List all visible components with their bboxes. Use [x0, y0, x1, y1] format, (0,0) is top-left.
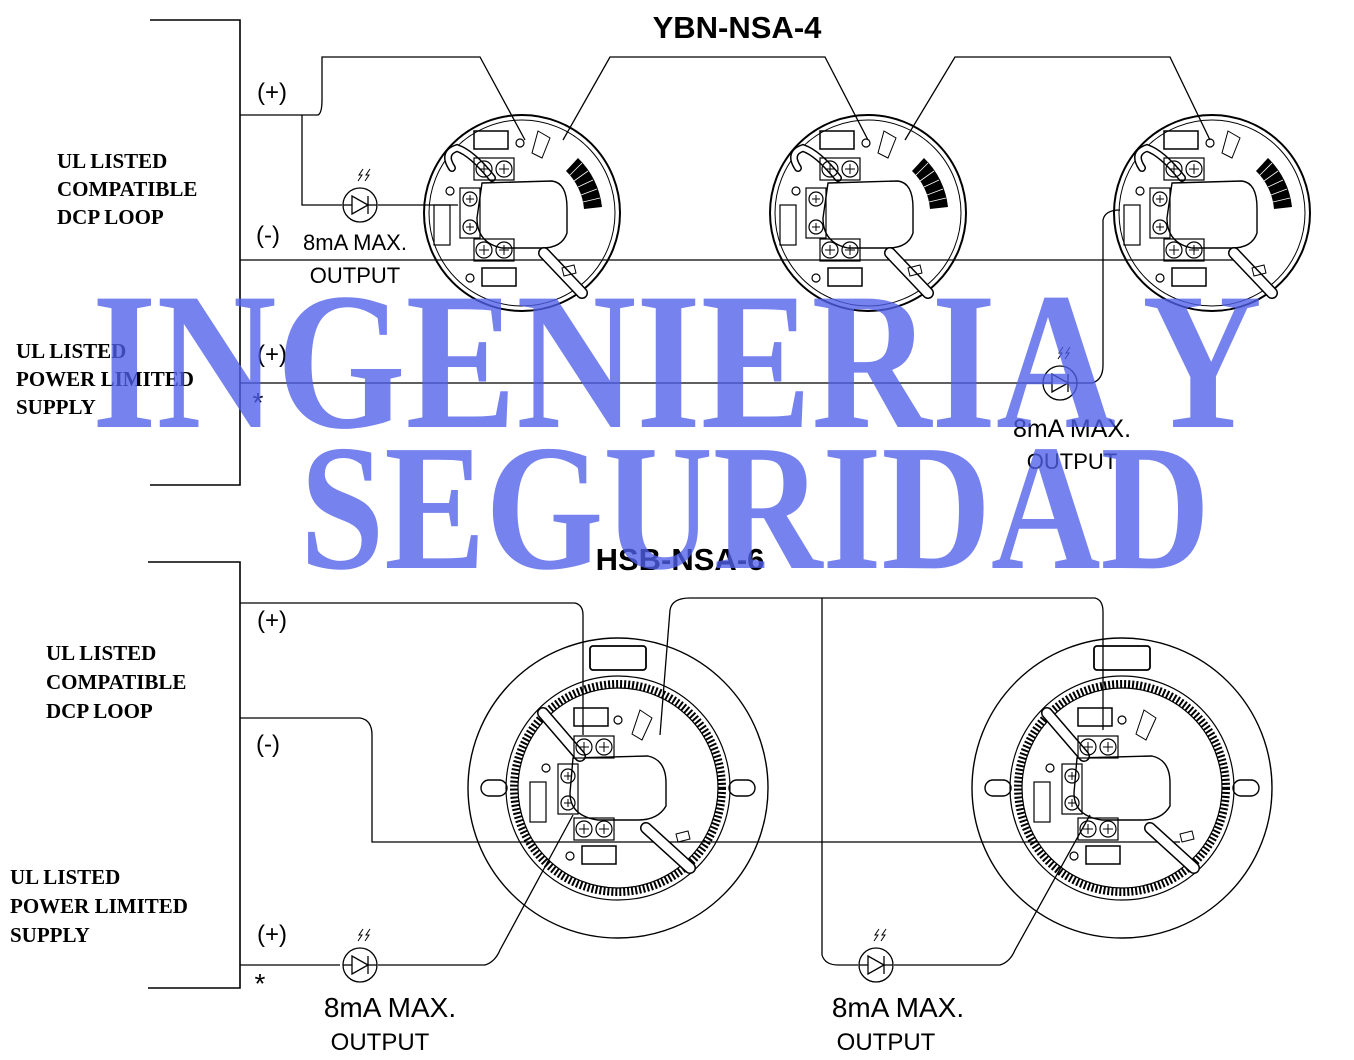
bottom-led-right-wire — [894, 814, 1091, 966]
remote-led-icon — [342, 168, 378, 223]
bottom-led-right-line1: 8mA MAX. — [832, 992, 964, 1023]
bottom-title: HSB-NSA-6 — [596, 542, 765, 577]
top-led-feed-wire — [301, 115, 342, 206]
watermark-line1: INGENIERIA Y — [92, 253, 1262, 470]
bottom-plus-loop-label: (+) — [257, 607, 287, 634]
top-loop-label-line1: UL LISTED — [57, 149, 167, 173]
bottom-minus-loop-wire — [240, 717, 1180, 843]
top-minus-loop-label: (-) — [256, 222, 280, 249]
remote-led-icon — [342, 928, 378, 983]
detector-base-icon — [972, 638, 1272, 938]
bottom-led-left-wire — [378, 814, 574, 966]
bottom-minus-loop-label: (-) — [256, 731, 280, 758]
top-loop-label-line3: DCP LOOP — [57, 205, 164, 229]
watermark-line2: SEGURIDAD — [300, 408, 1210, 607]
top-plus-loop-wire — [240, 56, 526, 141]
bottom-led-left-line1: 8mA MAX. — [324, 992, 456, 1023]
top-section: YBN-NSA-4 (+) (-) (+) * UL LISTED COMPAT… — [16, 10, 1310, 486]
bottom-plus-supply-label: (+) — [257, 921, 287, 948]
top-supply-label-line2: POWER LIMITED — [16, 367, 194, 391]
bottom-jumper — [659, 597, 1104, 736]
top-led-left-line1: 8mA MAX. — [303, 230, 407, 255]
bottom-supply-label-line1: UL LISTED — [10, 865, 120, 889]
top-plus-supply-label: (+) — [257, 341, 287, 368]
top-led-right-line1: 8mA MAX. — [1013, 415, 1131, 443]
bottom-loop-label-line3: DCP LOOP — [46, 699, 153, 723]
top-led-right-wire — [1077, 209, 1121, 384]
top-jumper-1 — [562, 56, 869, 141]
bottom-bracket — [148, 561, 241, 989]
bottom-supply-label-line2: POWER LIMITED — [10, 894, 188, 918]
remote-led-icon — [858, 928, 894, 983]
top-jumper-2 — [904, 56, 1211, 141]
top-led-right-line2: OUTPUT — [1027, 449, 1117, 474]
bottom-supply-label-line3: SUPPLY — [10, 923, 90, 947]
detector-base-icon — [468, 638, 768, 938]
top-title: YBN-NSA-4 — [653, 10, 823, 45]
bottom-section: HSB-NSA-6 (+) (-) (+) * UL LISTED COMPAT… — [10, 542, 1272, 1056]
bottom-loop-label-line1: UL LISTED — [46, 641, 156, 665]
top-led-left-line2: OUTPUT — [310, 263, 400, 288]
bottom-plus-loop-wire — [240, 602, 584, 735]
top-supply-label-line1: UL LISTED — [16, 339, 126, 363]
bottom-led-right-line2: OUTPUT — [837, 1029, 936, 1055]
watermark: INGENIERIA Y SEGURIDAD — [92, 253, 1262, 607]
top-supply-label-line3: SUPPLY — [16, 395, 96, 419]
top-plus-loop-label: (+) — [257, 79, 287, 106]
top-bracket — [150, 19, 241, 486]
bottom-asterisk: * — [255, 968, 266, 999]
bottom-led-right-feed — [821, 598, 858, 966]
bottom-loop-label-line2: COMPATIBLE — [46, 670, 186, 694]
top-loop-label-line2: COMPATIBLE — [57, 177, 197, 201]
bottom-led-left-line2: OUTPUT — [331, 1029, 430, 1055]
top-asterisk: * — [253, 387, 264, 418]
